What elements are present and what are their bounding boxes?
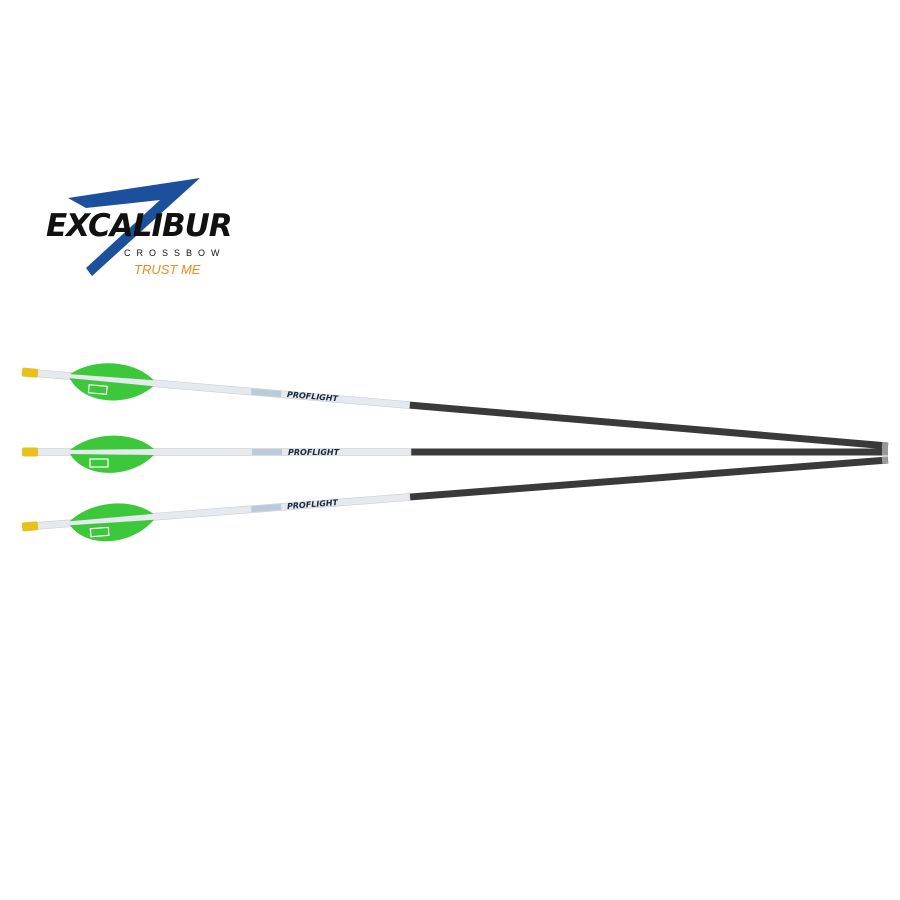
vane-logo	[89, 458, 109, 468]
vane-top	[69, 363, 154, 381]
vane-top	[69, 503, 154, 522]
arrow-insert	[882, 448, 888, 456]
nock	[21, 521, 39, 532]
vane-bottom	[70, 454, 154, 473]
arrow	[22, 435, 888, 473]
wrap-graphic	[250, 388, 282, 398]
arrow-insert	[881, 456, 889, 464]
shaft-label: PROFLIGHT	[288, 447, 340, 457]
vane-top	[70, 435, 154, 450]
nock	[21, 367, 39, 378]
logo-tagline-text: TRUST ME	[134, 262, 201, 277]
vane-logo	[89, 526, 110, 538]
vane-bottom	[69, 378, 154, 401]
vane-logo	[87, 384, 108, 395]
wrap-graphic	[252, 449, 282, 455]
logo-subtitle-text: CROSSBOW	[124, 248, 226, 258]
carbon-shaft	[407, 448, 888, 456]
wrap-graphic	[251, 503, 282, 513]
logo-triangle	[68, 178, 200, 276]
arrow	[21, 363, 889, 450]
arrow	[21, 456, 889, 542]
logo-brand-text: EXCALIBUR	[46, 208, 233, 244]
carbon-shaft	[405, 456, 889, 501]
nock	[22, 447, 38, 457]
arrow-insert	[881, 442, 889, 450]
carbon-shaft	[405, 401, 889, 450]
